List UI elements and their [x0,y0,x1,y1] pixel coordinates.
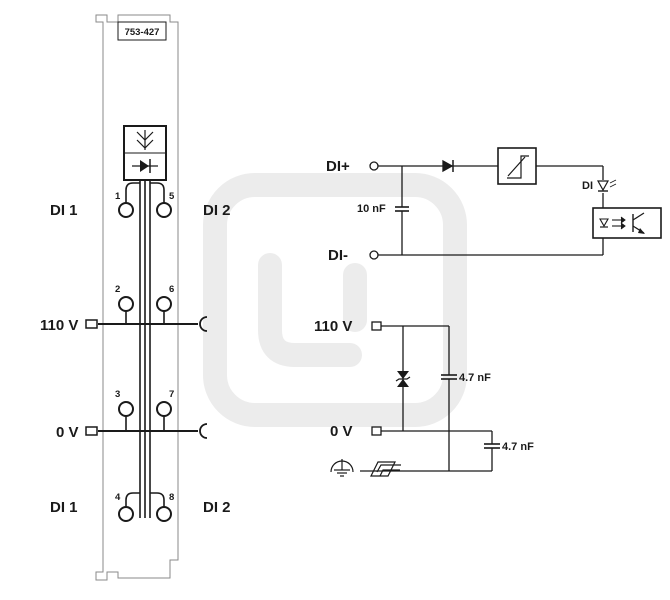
supply-circuit [360,325,500,472]
terminal-4[interactable] [118,506,134,522]
input-circuit [378,159,604,256]
label-di-led: DI [582,180,593,192]
bus-0v [85,416,208,439]
terminal-3[interactable] [118,401,134,417]
terminal-number-4: 4 [115,492,121,503]
di-minus-terminal[interactable] [369,250,379,260]
terminal-6[interactable] [156,296,172,312]
label-di2-top: DI 2 [203,202,231,219]
terminal-connections [125,182,165,508]
label-di-minus: DI- [328,247,348,264]
label-cap-4-7nf-2: 4.7 nF [502,441,534,453]
terminal-number-3: 3 [115,389,120,400]
tvs-diode-symbol [395,371,411,387]
di-plus-terminal[interactable] [369,161,379,171]
label-110v-left: 110 V [40,317,78,334]
terminal-7[interactable] [156,401,172,417]
terminal-2[interactable] [118,296,134,312]
comparator-box [497,147,537,185]
module-label-box: 753-427 [117,21,167,41]
module-internal-wires [139,180,151,518]
bus-110v [85,311,208,332]
label-di2-bottom: DI 2 [203,499,231,516]
terminal-110v-right[interactable] [371,321,382,331]
label-di1-bottom: DI 1 [50,499,78,516]
terminal-number-1: 1 [115,191,121,202]
ground-icon [330,459,354,477]
label-di1-top: DI 1 [50,202,78,219]
label-cap-4-7nf-1: 4.7 nF [459,372,491,384]
terminal-0v-right[interactable] [371,426,382,436]
terminal-number-6: 6 [169,284,174,295]
label-110v-right: 110 V [314,318,352,335]
terminal-5[interactable] [156,202,172,218]
optocoupler-output-box [592,207,662,239]
terminal-number-8: 8 [169,492,174,503]
terminal-number-2: 2 [115,284,120,295]
label-di-plus: DI+ [326,158,350,175]
module-body [95,14,179,581]
label-10nf: 10 nF [357,203,386,215]
terminal-number-5: 5 [169,191,175,202]
terminal-8[interactable] [156,506,172,522]
terminal-number-7: 7 [169,389,174,400]
terminal-1[interactable] [118,202,134,218]
label-0v-right: 0 V [330,423,353,440]
din-rail-icon [370,461,401,477]
label-0v-left: 0 V [56,424,79,441]
optocoupler-symbol [123,125,167,181]
terminal-circles [118,202,172,522]
status-led-symbol [596,179,617,192]
module-label: 753-427 [125,27,160,38]
watermark-logo [203,173,467,427]
